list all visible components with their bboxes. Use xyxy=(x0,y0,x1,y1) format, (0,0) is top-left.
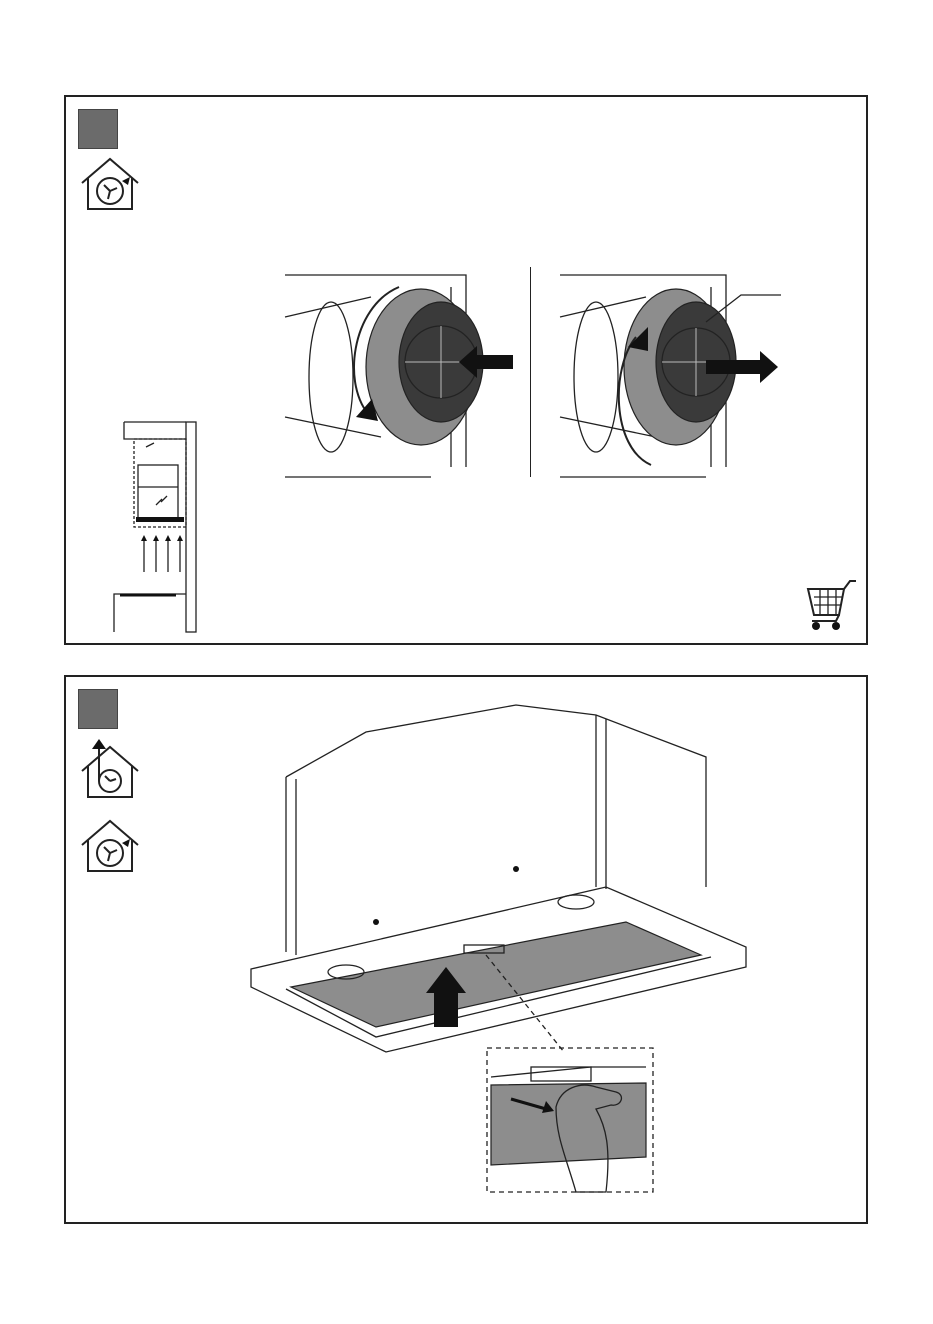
filter-remove-view xyxy=(281,267,521,487)
view-divider xyxy=(530,267,531,477)
recirculation-mode-icon xyxy=(78,817,142,875)
step-panel-grease-filter xyxy=(64,675,868,1224)
installation-side-view xyxy=(106,417,226,637)
recirculation-mode-icon xyxy=(78,155,142,213)
step-number-badge xyxy=(78,109,118,149)
step-number-badge xyxy=(78,689,118,729)
filter-install-view xyxy=(556,267,796,487)
filter-latch-detail xyxy=(486,1047,654,1193)
shopping-cart-icon xyxy=(806,579,860,631)
hood-overview xyxy=(246,697,766,1057)
step-panel-carbon-filter xyxy=(64,95,868,645)
extraction-mode-icon xyxy=(78,739,142,801)
